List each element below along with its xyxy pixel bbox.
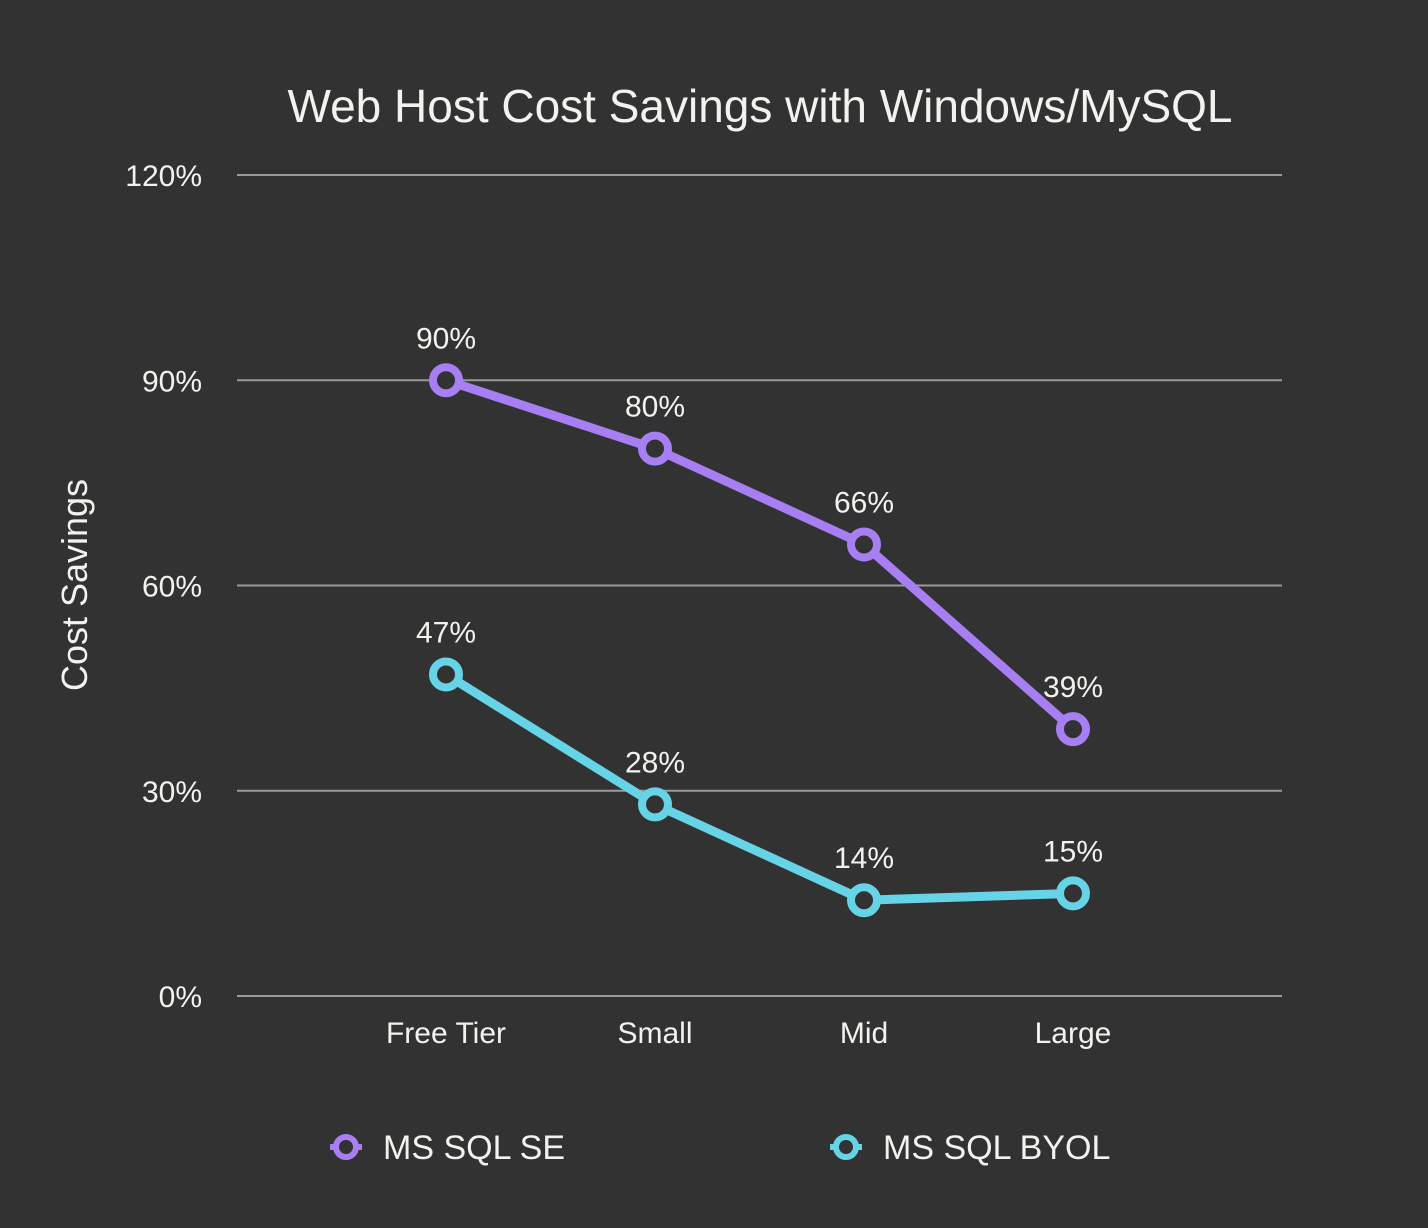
series-0: 90% 80% 66% 39%: [416, 322, 1103, 747]
chart-title: Web Host Cost Savings with Windows/MySQL: [287, 80, 1232, 132]
y-tick-label: 60%: [142, 571, 202, 604]
x-tick-label: Small: [617, 1017, 692, 1050]
data-label: 66%: [834, 486, 894, 519]
x-tick-label: Large: [1035, 1017, 1112, 1050]
x-axis-ticks: Free Tier Small Mid Large: [386, 1017, 1111, 1050]
y-tick-label: 0%: [159, 981, 202, 1014]
y-axis-ticks: 0% 30% 60% 90% 120%: [125, 160, 202, 1014]
y-tick-label: 120%: [125, 160, 202, 193]
series-line: [441, 375, 1078, 734]
data-point: [429, 363, 463, 398]
legend: MS SQL SE MS SQL BYOL: [330, 1129, 1110, 1167]
series-layer: 90% 80% 66% 39% 47% 28% 14% 15%: [416, 322, 1103, 918]
legend-label: MS SQL SE: [383, 1129, 565, 1167]
legend-item: MS SQL BYOL: [830, 1129, 1110, 1167]
legend-marker: [333, 1134, 359, 1160]
data-label: 14%: [834, 842, 894, 875]
data-label: 28%: [625, 746, 685, 779]
data-point: [638, 787, 672, 822]
data-label: 47%: [416, 616, 476, 649]
legend-item: MS SQL SE: [330, 1129, 565, 1167]
data-label: 90%: [416, 322, 476, 355]
legend-label: MS SQL BYOL: [883, 1129, 1110, 1167]
y-tick-label: 30%: [142, 776, 202, 809]
y-tick-label: 90%: [142, 365, 202, 398]
data-point: [638, 431, 672, 466]
data-label: 15%: [1043, 835, 1103, 868]
x-tick-label: Free Tier: [386, 1017, 506, 1050]
data-point: [1056, 876, 1090, 911]
data-point: [847, 883, 881, 918]
data-label: 39%: [1043, 671, 1103, 704]
x-tick-label: Mid: [840, 1017, 888, 1050]
y-axis-label: Cost Savings: [54, 479, 95, 691]
data-label: 80%: [625, 391, 685, 424]
legend-marker: [833, 1134, 859, 1160]
gridlines: [237, 174, 1282, 997]
series-line: [441, 669, 1078, 905]
series-1: 47% 28% 14% 15%: [416, 616, 1103, 918]
data-point: [847, 527, 881, 562]
data-point: [429, 657, 463, 692]
data-point: [1056, 712, 1090, 747]
